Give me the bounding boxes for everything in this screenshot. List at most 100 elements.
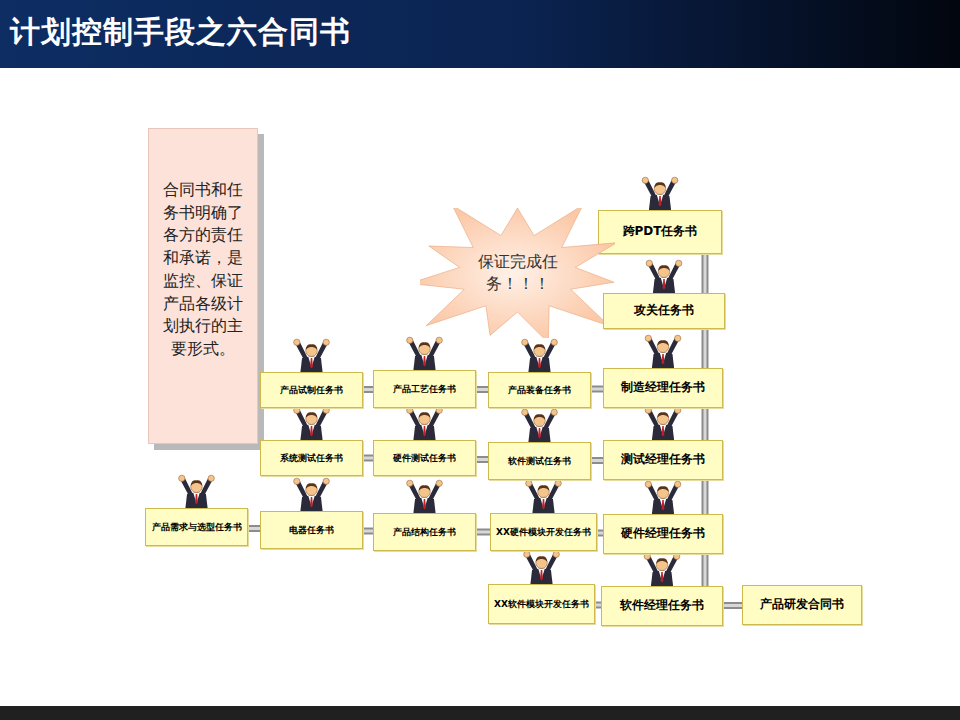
task-box: XX硬件模块开发任务书 bbox=[490, 513, 597, 551]
page-title: 计划控制手段之六合同书 bbox=[10, 12, 351, 53]
person-figure bbox=[644, 553, 680, 590]
pipe-stroke bbox=[363, 386, 373, 393]
starburst-shape bbox=[420, 208, 615, 338]
pipe-stroke bbox=[591, 457, 603, 464]
task-box: 系统测试任务书 bbox=[260, 440, 363, 476]
person-figure bbox=[407, 337, 443, 374]
task-box: 产品研发合同书 bbox=[742, 585, 862, 625]
pipe-stroke bbox=[704, 480, 707, 514]
task-box: XX软件模块开发任务书 bbox=[488, 584, 595, 624]
pipe-stroke bbox=[363, 457, 373, 460]
task-box: 软件测试任务书 bbox=[488, 442, 591, 480]
person-figure bbox=[646, 260, 682, 297]
pipe-stroke bbox=[702, 329, 709, 368]
pipe-connector bbox=[723, 605, 742, 606]
task-box: 电器任务书 bbox=[260, 511, 363, 549]
node-text: 产品装备任务书 bbox=[504, 383, 575, 397]
pipe-stroke bbox=[702, 554, 709, 586]
pipe-connector bbox=[705, 254, 706, 293]
pipe-stroke bbox=[363, 455, 373, 462]
pipe-connector bbox=[705, 408, 706, 440]
task-box: 硬件经理任务书 bbox=[603, 514, 723, 554]
pipe-connector bbox=[476, 389, 488, 390]
task-box: 产品结构任务书 bbox=[373, 513, 476, 551]
task-box: 测试经理任务书 bbox=[603, 440, 723, 480]
pipe-stroke bbox=[723, 602, 742, 609]
pipe-connector bbox=[705, 554, 706, 586]
person-figure bbox=[522, 339, 558, 376]
note-panel: 合同书和任务书明确了各方的责任和承诺，是监控、保证产品各级计划执行的主要形式。 bbox=[148, 128, 258, 444]
node-text: 软件经理任务书 bbox=[616, 597, 708, 615]
node-text: 产品试制任务书 bbox=[276, 383, 347, 397]
pipe-stroke bbox=[476, 529, 490, 536]
person-figure bbox=[294, 407, 330, 444]
node-text: 系统测试任务书 bbox=[276, 451, 347, 465]
node-text: 攻关任务书 bbox=[630, 302, 698, 320]
pipe-connector bbox=[705, 329, 706, 368]
node-text: 产品研发合同书 bbox=[756, 596, 848, 614]
node-text: 制造经理任务书 bbox=[617, 379, 709, 397]
footer-bar bbox=[0, 706, 960, 720]
task-box: 产品试制任务书 bbox=[260, 372, 363, 408]
person-figure bbox=[526, 480, 562, 517]
node-text: 跨PDT任务书 bbox=[619, 223, 702, 241]
pipe-connector bbox=[591, 389, 603, 390]
pipe-stroke bbox=[702, 254, 709, 293]
pipe-stroke bbox=[248, 525, 260, 532]
pipe-connector bbox=[591, 460, 603, 461]
task-box: 攻关任务书 bbox=[603, 293, 725, 329]
node-text: 硬件经理任务书 bbox=[617, 525, 709, 543]
pipe-stroke bbox=[476, 458, 488, 461]
node-text: 硬件测试任务书 bbox=[389, 451, 460, 465]
pipe-stroke bbox=[476, 388, 488, 391]
node-text: XX软件模块开发任务书 bbox=[490, 597, 593, 611]
pipe-stroke bbox=[704, 254, 707, 293]
node-text: XX硬件模块开发任务书 bbox=[492, 525, 595, 539]
person-figure bbox=[642, 177, 678, 214]
pipe-stroke bbox=[591, 388, 603, 391]
pipe-connector bbox=[363, 389, 373, 390]
person-figure bbox=[522, 409, 558, 446]
pipe-stroke bbox=[591, 459, 603, 462]
node-text: 合同书和任务书明确了各方的责任和承诺，是监控、保证产品各级计划执行的主要形式。 bbox=[149, 129, 257, 371]
pipe-stroke bbox=[723, 604, 742, 607]
pipe-stroke bbox=[363, 388, 373, 391]
pipe-stroke bbox=[704, 554, 707, 586]
person-figure bbox=[294, 478, 330, 515]
pipe-stroke bbox=[476, 456, 488, 463]
person-figure bbox=[524, 551, 560, 588]
node-text: 产品需求与选型任务书 bbox=[148, 520, 246, 534]
pipe-stroke bbox=[363, 530, 373, 533]
pipe-stroke bbox=[476, 386, 488, 393]
node-text: 软件测试任务书 bbox=[504, 454, 575, 468]
pipe-connector bbox=[363, 458, 373, 459]
pipe-connector bbox=[476, 532, 490, 533]
pipe-stroke bbox=[591, 386, 603, 393]
task-box: 产品需求与选型任务书 bbox=[145, 508, 248, 546]
pipe-stroke bbox=[702, 480, 709, 514]
person-figure bbox=[407, 407, 443, 444]
pipe-connector bbox=[705, 480, 706, 514]
pipe-connector bbox=[363, 531, 373, 532]
node-text: 产品结构任务书 bbox=[389, 525, 460, 539]
person-figure bbox=[179, 475, 215, 512]
task-box: 产品装备任务书 bbox=[488, 372, 591, 408]
pipe-connector bbox=[476, 459, 488, 460]
starburst-callout: 保证完成任务！！！ bbox=[420, 208, 615, 338]
node-text: 产品工艺任务书 bbox=[389, 382, 460, 396]
node-text: 电器任务书 bbox=[285, 523, 338, 537]
person-figure bbox=[294, 339, 330, 376]
pipe-connector bbox=[248, 528, 260, 529]
node-text: 保证完成任务！！！ bbox=[468, 251, 568, 296]
task-box: 制造经理任务书 bbox=[603, 368, 723, 408]
task-box: 软件经理任务书 bbox=[601, 586, 723, 626]
pipe-stroke bbox=[363, 528, 373, 535]
pipe-stroke bbox=[704, 329, 707, 368]
person-figure bbox=[645, 407, 681, 444]
person-figure bbox=[645, 335, 681, 372]
person-figure bbox=[407, 480, 443, 517]
person-figure bbox=[645, 481, 681, 518]
pipe-stroke bbox=[476, 531, 490, 534]
task-box: 跨PDT任务书 bbox=[598, 210, 722, 254]
task-box: 硬件测试任务书 bbox=[373, 440, 476, 476]
